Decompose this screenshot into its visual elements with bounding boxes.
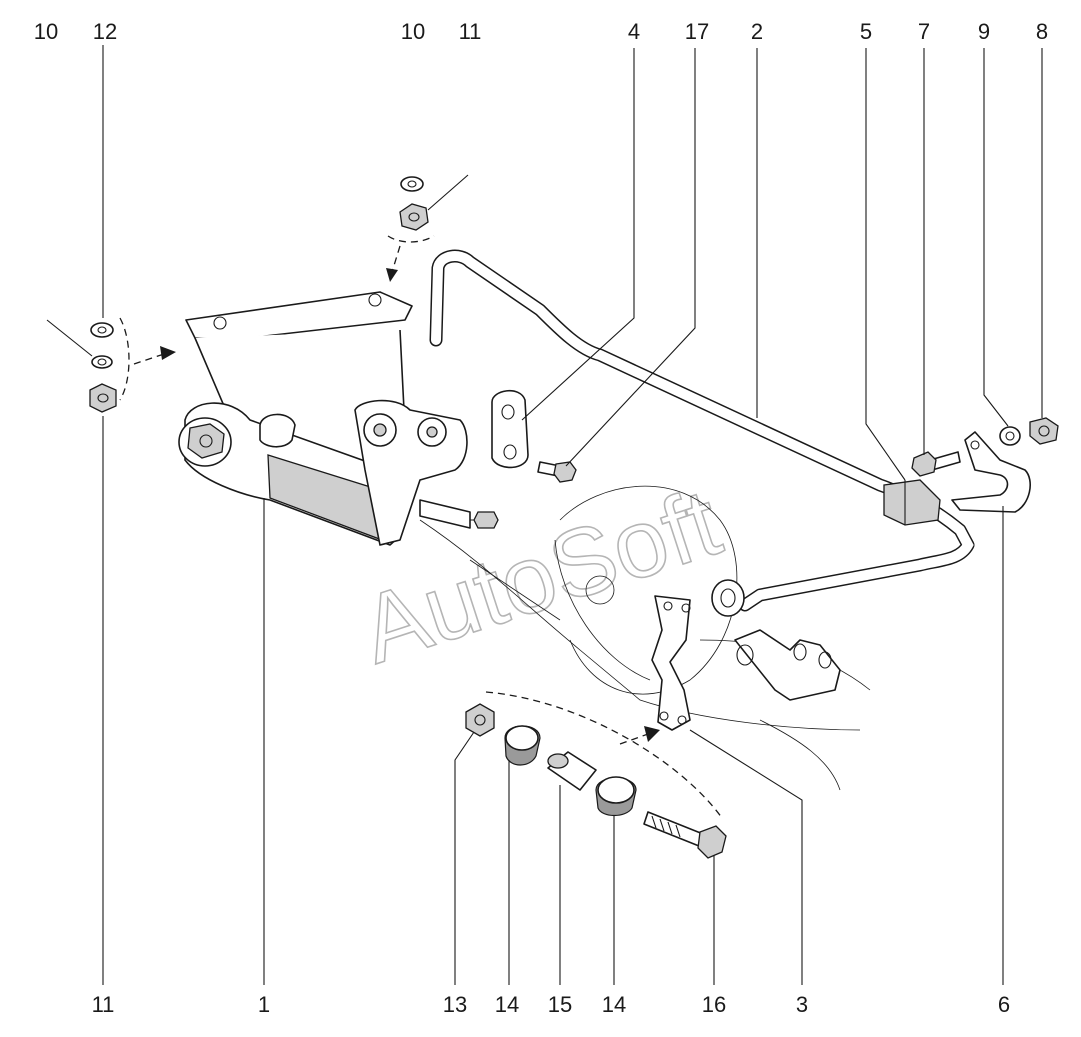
callout-9: 9	[978, 19, 990, 44]
link-nut	[465, 703, 495, 737]
callout-12: 12	[93, 19, 117, 44]
bar-cushion	[883, 479, 941, 526]
callout-11-top: 11	[459, 19, 482, 44]
top-assembly-arc	[387, 235, 435, 243]
left-assembly-arrowhead	[160, 346, 176, 360]
callout-4: 4	[628, 19, 640, 44]
link-bolt	[537, 461, 577, 483]
callout-5: 5	[860, 19, 872, 44]
link-bolt-long	[643, 811, 727, 859]
callout-10-top: 10	[401, 19, 425, 44]
callout-1: 1	[258, 992, 270, 1017]
callout-8: 8	[1036, 19, 1048, 44]
left-washer-lower	[91, 355, 113, 369]
axle-housing-outline	[419, 485, 871, 791]
left-assembly-arrow-line	[133, 353, 165, 365]
clamp-bolt	[911, 451, 961, 477]
callout-13: 13	[443, 992, 467, 1017]
clamp-nut	[1029, 417, 1059, 445]
top-assembly-arrowhead	[386, 268, 398, 282]
callout-3: 3	[796, 992, 808, 1017]
left-washer-upper	[90, 322, 114, 338]
spacer-sleeve	[547, 751, 597, 791]
clamp-washer	[999, 426, 1021, 446]
callout-17: 17	[685, 19, 709, 44]
callout-14-left: 14	[495, 992, 519, 1017]
callout-16: 16	[702, 992, 726, 1017]
rubber-bushing-right	[595, 776, 637, 817]
callout-10-left: 10	[34, 19, 58, 44]
stabilizer-bar	[429, 249, 975, 617]
leader-lines	[46, 45, 1043, 985]
brake-pressure-regulator	[178, 399, 499, 546]
top-nut	[399, 203, 429, 231]
body-mount-bracket	[734, 629, 841, 701]
lower-assembly-arrow-line	[619, 733, 649, 745]
stabilizer-link	[651, 595, 691, 731]
top-washer	[400, 176, 424, 192]
lower-assembly-arc	[485, 691, 723, 819]
callout-2: 2	[751, 19, 763, 44]
callout-6: 6	[998, 992, 1010, 1017]
cushion-clamp	[951, 431, 1031, 513]
top-assembly-arrow-line	[391, 245, 401, 273]
callout-labels: 10 12 10 11 4 17 2 5 7 9 8 11 1 13 14 15…	[34, 19, 1048, 1017]
link-plate-upper	[491, 390, 529, 469]
lower-assembly-arrowhead	[644, 726, 660, 742]
callout-7: 7	[918, 19, 930, 44]
left-nut	[89, 383, 117, 413]
callout-14-right: 14	[602, 992, 626, 1017]
callout-11-bottom: 11	[92, 992, 115, 1017]
callout-15: 15	[548, 992, 572, 1017]
left-assembly-arc	[119, 317, 130, 401]
rubber-bushing-left	[504, 725, 541, 766]
